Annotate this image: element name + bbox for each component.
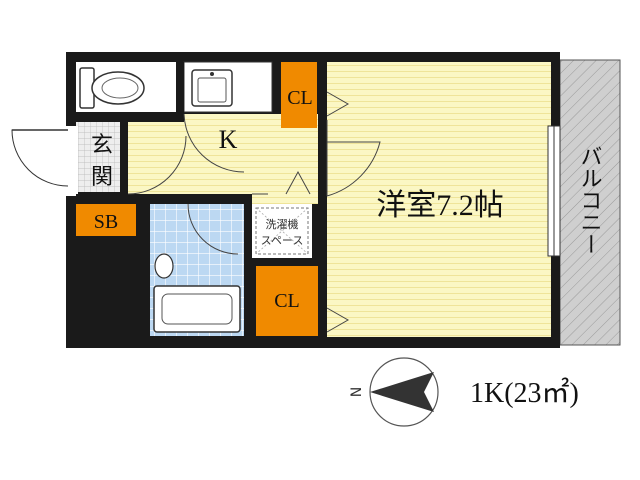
- washer-space: 洗濯機 スペース: [252, 204, 312, 258]
- kitchen-label: K: [219, 125, 238, 154]
- washer-floor-strip: [250, 194, 318, 204]
- toilet-room: [76, 62, 176, 112]
- balcony-label: バルコニー: [578, 145, 603, 255]
- entrance-label-1: 玄: [91, 132, 113, 157]
- closet-lower: CL: [256, 266, 318, 336]
- closet-lower-label: CL: [274, 290, 300, 312]
- entrance-label-2: 関: [91, 164, 113, 189]
- shoe-box: SB: [76, 204, 136, 236]
- bathroom: [150, 204, 244, 336]
- washer-label-2: スペース: [261, 234, 304, 247]
- western-room-label: 洋室7.2帖: [376, 189, 504, 222]
- washer-label-1: 洗濯機: [266, 217, 299, 231]
- western-room-floor: [327, 62, 551, 337]
- washbasin-icon: [154, 253, 174, 279]
- compass-arrow-icon: [370, 372, 434, 412]
- balcony: バルコニー: [559, 59, 621, 346]
- closet-upper-label: CL: [287, 87, 313, 109]
- kitchen-counter: [183, 61, 273, 113]
- entrance: 玄 関: [76, 122, 120, 192]
- closet-upper: CL: [281, 62, 317, 128]
- layout-summary: 1K(23㎡): [470, 377, 579, 409]
- door-swings: [127, 113, 381, 255]
- compass-north-label: N: [349, 387, 365, 397]
- compass: N: [349, 357, 439, 427]
- closet-door-markers: [285, 91, 350, 333]
- interior-walls: [66, 62, 327, 348]
- entrance-door-swing: [11, 129, 69, 187]
- shoe-box-label: SB: [94, 211, 118, 233]
